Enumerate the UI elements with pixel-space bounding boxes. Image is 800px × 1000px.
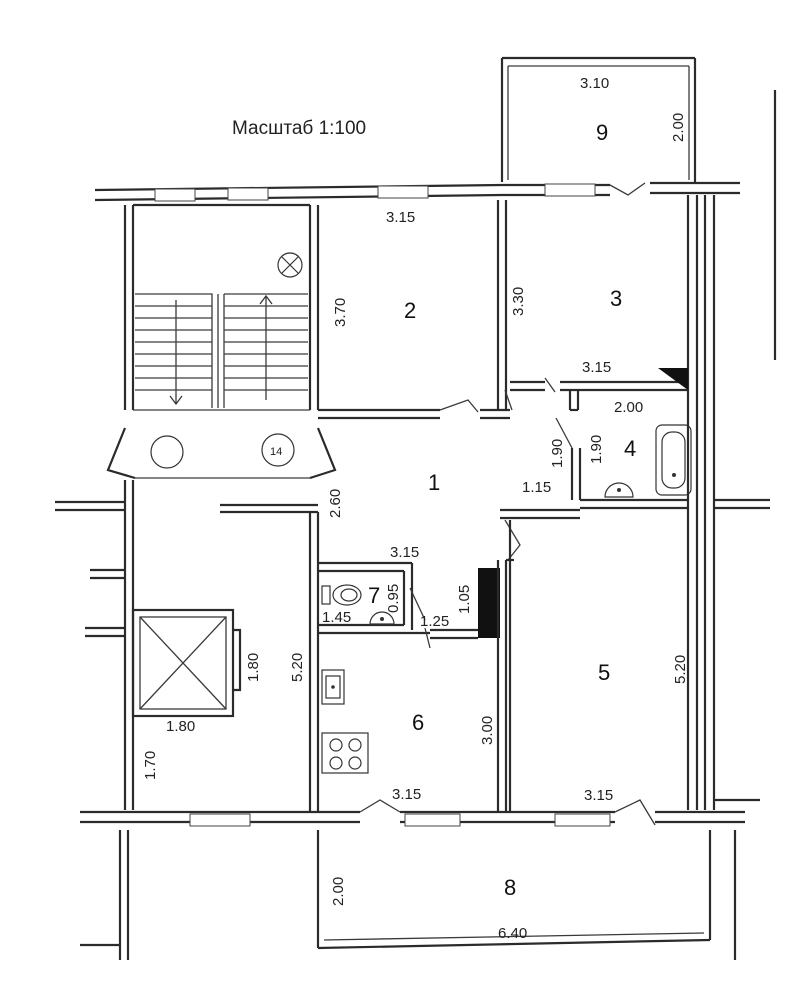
room-14-label: 14	[270, 446, 282, 458]
dim-balcony9-width: 3.10	[580, 75, 609, 92]
dim-hall-width: 3.15	[390, 544, 419, 561]
room-4-bathroom	[555, 390, 692, 510]
dim-room5-width: 3.15	[584, 787, 613, 804]
room-2	[318, 200, 510, 420]
dim-corridor-width: 1.25	[420, 613, 449, 630]
room-1-label: 1	[428, 470, 440, 495]
dim-balcony8-depth: 2.00	[330, 877, 347, 906]
room-3	[510, 182, 688, 393]
kitchen-sink-icon	[321, 669, 345, 705]
stair-flight-left	[135, 293, 213, 408]
round-column-left	[150, 435, 184, 469]
dim-room2-depth: 3.70	[332, 298, 349, 327]
balcony-9	[500, 56, 697, 182]
dim-room3-width: 3.15	[582, 359, 611, 376]
dim-hall-depth: 2.60	[327, 489, 344, 518]
outer-walls	[55, 90, 777, 960]
dim-kitchen-width: 3.15	[392, 786, 421, 803]
ceiling-light-icon	[277, 252, 303, 278]
elevator-shaft	[131, 608, 242, 718]
room-6-label: 6	[412, 710, 424, 735]
dim-corridor-depth: 1.05	[456, 585, 473, 614]
dim-room4-width: 2.00	[614, 399, 643, 416]
room-4-label: 4	[624, 436, 636, 461]
wc-sink-icon	[369, 611, 395, 625]
dim-room4-depth-left: 1.90	[549, 439, 566, 468]
dim-hall-gap: 1.15	[522, 479, 551, 496]
dim-wc-width: 1.45	[322, 609, 351, 626]
room-5	[508, 520, 656, 826]
sink-icon	[604, 482, 634, 498]
balcony-8	[316, 830, 712, 950]
dim-room4-depth-right: 1.90	[588, 435, 605, 464]
dim-wc-depth: 0.95	[385, 584, 402, 613]
room-7-label: 7	[368, 583, 380, 608]
dim-stair-hall-depth: 5.20	[289, 653, 306, 682]
staircase	[133, 203, 320, 411]
room-7-wc	[318, 561, 430, 635]
room-8-label: 8	[504, 875, 516, 900]
dim-room3-depth: 3.30	[510, 287, 527, 316]
stair-flight-right	[217, 293, 308, 408]
dim-balcony9-depth: 2.00	[670, 113, 687, 142]
dim-elevator-depth: 1.80	[245, 653, 262, 682]
dim-balcony8-width: 6.40	[498, 925, 527, 942]
room-1-hall	[500, 389, 580, 561]
room-labels: 1 2 3 4 5 6 7 8 9	[368, 120, 636, 900]
dim-stair-low: 1.70	[142, 751, 159, 780]
vent-shaft-top	[658, 368, 688, 390]
dimension-labels: 3.10 2.00 3.15 3.70 3.30 3.15 2.00 1.90 …	[142, 75, 689, 942]
stove-icon	[321, 732, 369, 774]
room-3-label: 3	[610, 286, 622, 311]
room-9-label: 9	[596, 120, 608, 145]
bathtub-icon	[655, 424, 692, 496]
corridor	[424, 558, 514, 812]
scale-title: Масштаб 1:100	[232, 118, 366, 139]
round-column-right	[261, 433, 295, 467]
dim-room2-width: 3.15	[386, 209, 415, 226]
stair-landing: 14	[106, 427, 337, 480]
dim-kitchen-depth: 3.00	[479, 716, 496, 745]
top-windows	[154, 183, 611, 827]
dim-elevator-width: 1.80	[166, 718, 195, 735]
toilet-icon	[321, 584, 362, 606]
vent-shaft-bottom	[478, 568, 500, 638]
room-2-label: 2	[404, 298, 416, 323]
dim-room5-depth: 5.20	[672, 655, 689, 684]
room-6-kitchen	[321, 669, 401, 813]
room-5-label: 5	[598, 660, 610, 685]
